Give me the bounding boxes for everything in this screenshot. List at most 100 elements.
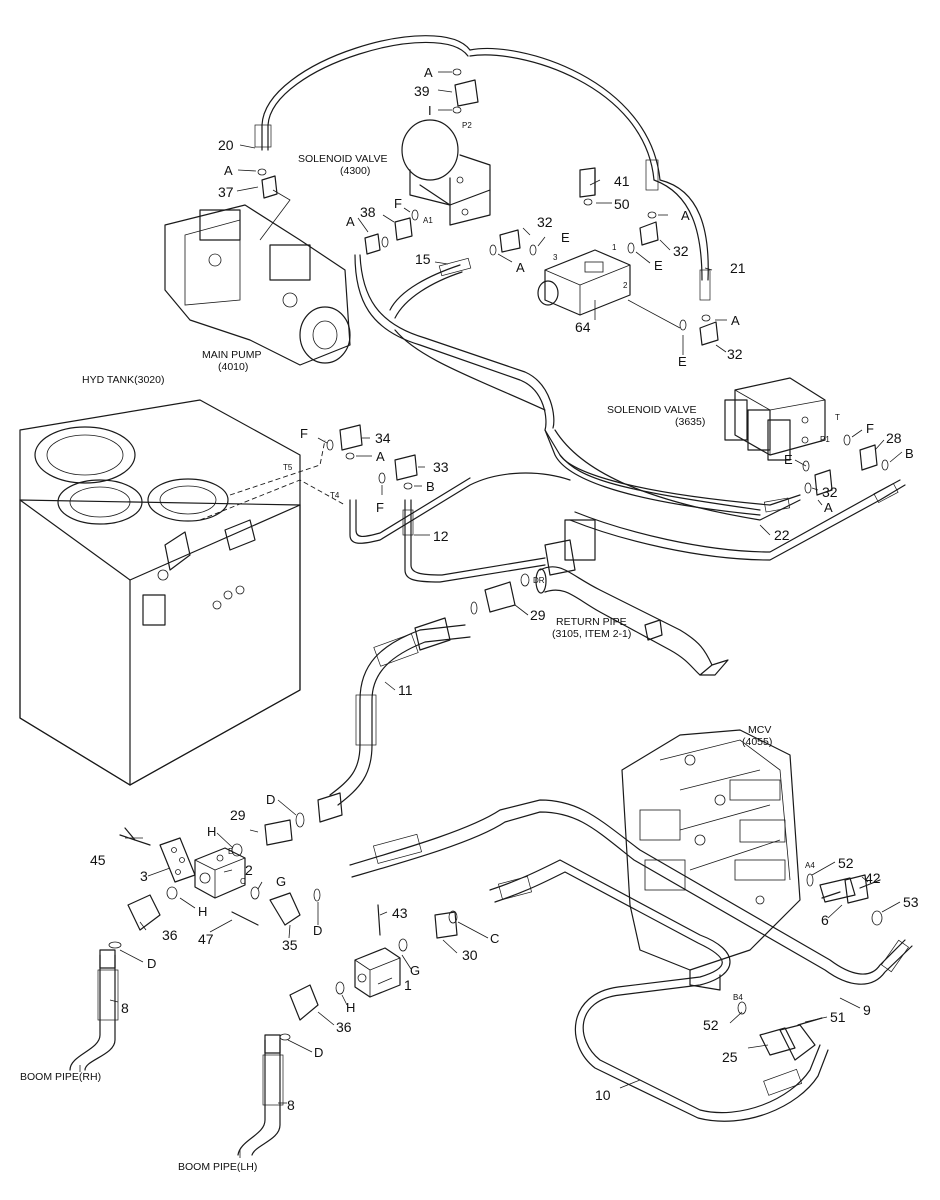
part-36a: 36 (162, 927, 178, 943)
callout-f2: F (300, 426, 308, 441)
boom-pipe-rh-label: BOOM PIPE(RH) (20, 1071, 101, 1083)
part-20: 20 (218, 137, 234, 153)
callout-a4: A (516, 260, 525, 275)
port-p2: P2 (462, 121, 472, 130)
mcv-ref: (4055) (742, 736, 772, 748)
return-pipe-ref: (3105, ITEM 2-1) (552, 628, 631, 640)
part-8b: 8 (287, 1097, 295, 1113)
block-2: B C (194, 847, 246, 899)
hose-10 (489, 859, 829, 1122)
hose-20-21 (254, 35, 711, 301)
hose-11 (329, 617, 471, 806)
port-b-block2: B (228, 847, 233, 856)
port-2: 2 (623, 281, 628, 290)
part-36b: 36 (336, 1019, 352, 1035)
part-25: 25 (722, 1049, 738, 1065)
mcv-label: MCV (748, 724, 771, 736)
callout-e3: E (678, 354, 687, 369)
solenoid-valve-right: SOLENOID VALVE (3635) T P1 (607, 377, 840, 461)
part-29a: 29 (530, 607, 546, 623)
hose-15-22 (354, 254, 801, 516)
port-c-block2: C (240, 877, 246, 886)
part-21: 21 (730, 260, 746, 276)
callout-f1: F (394, 196, 402, 211)
callout-e4: E (784, 452, 793, 467)
part-43: 43 (392, 905, 408, 921)
callout-a3: A (346, 214, 355, 229)
part-32a: 32 (537, 214, 553, 230)
hyd-tank: HYD TANK(3020) (19, 374, 301, 786)
part-50: 50 (614, 196, 630, 212)
return-pipe: DR RETURN PIPE (3105, ITEM 2-1) (533, 519, 729, 676)
port-a4: A4 (805, 861, 815, 870)
leader-lines (79, 71, 903, 1158)
callout-a8: A (824, 500, 833, 515)
part-47: 47 (198, 931, 214, 947)
part-45: 45 (90, 852, 106, 868)
port-dr: DR (533, 576, 545, 585)
hose-8-lh (237, 1034, 284, 1156)
callout-d3: D (313, 923, 322, 938)
part-32c: 32 (727, 346, 743, 362)
part-22: 22 (774, 527, 790, 543)
callout-d2: D (147, 956, 156, 971)
part-3: 3 (140, 868, 148, 884)
main-pump-ref: (4010) (218, 361, 248, 373)
part-38: 38 (360, 204, 376, 220)
callout-b2: B (905, 446, 914, 461)
callout-e1: E (561, 230, 570, 245)
block-3 (159, 837, 196, 883)
part-51: 51 (830, 1009, 846, 1025)
mcv: MCV (4055) A4 B4 (621, 724, 815, 1002)
port-t: T (835, 413, 840, 422)
hose-9 (349, 799, 913, 985)
hose-12 (349, 472, 571, 583)
part-12: 12 (433, 528, 449, 544)
solenoid-right-label: SOLENOID VALVE (607, 404, 696, 416)
main-pump: MAIN PUMP (4010) (164, 204, 351, 373)
main-pump-label: MAIN PUMP (202, 349, 262, 361)
solenoid-top-ref: (4300) (340, 165, 370, 177)
solenoid-valve-top: SOLENOID VALVE (4300) P2 A1 (298, 119, 491, 226)
boom-pipe-lh-label: BOOM PIPE(LH) (178, 1161, 257, 1173)
callout-a5: A (681, 208, 690, 223)
solenoid-right-ref: (3635) (675, 416, 705, 428)
callout-a1: A (424, 65, 433, 80)
callout-f4: F (866, 421, 874, 436)
port-1: 1 (612, 243, 617, 252)
part-30: 30 (462, 947, 478, 963)
port-a1: A1 (423, 216, 433, 225)
callout-a2: A (224, 163, 233, 178)
solenoid-top-label: SOLENOID VALVE (298, 153, 387, 165)
hyd-tank-label: HYD TANK(3020) (82, 374, 164, 386)
part-9: 9 (863, 1002, 871, 1018)
hose-8-rh (69, 949, 119, 1071)
part-numbers: 20 37 39 38 15 32 41 50 32 21 32 64 34 3… (90, 83, 919, 1113)
part-11: 11 (398, 682, 413, 698)
port-t5: T5 (283, 463, 293, 472)
callout-a6: A (731, 313, 740, 328)
port-p1: P1 (820, 435, 830, 444)
callout-e2: E (654, 258, 663, 273)
port-3: 3 (553, 253, 558, 262)
part-35: 35 (282, 937, 298, 953)
part-52b: 52 (703, 1017, 719, 1033)
part-53: 53 (903, 894, 919, 910)
part-8a: 8 (121, 1000, 129, 1016)
part-41: 41 (614, 173, 630, 189)
callout-c1: C (490, 931, 499, 946)
return-pipe-label: RETURN PIPE (556, 616, 627, 628)
letter-callouts: A I A A F A E A E A E F A B F F B E A D … (147, 65, 914, 1060)
callout-h2: H (198, 904, 207, 919)
part-34: 34 (375, 430, 391, 446)
callout-g2: G (410, 963, 420, 978)
block-1 (354, 947, 401, 998)
manifold-block-64: 3 1 2 (537, 243, 631, 316)
part-33: 33 (433, 459, 449, 475)
callout-b1: B (426, 479, 435, 494)
part-32d: 32 (822, 484, 838, 500)
callout-d4: D (314, 1045, 323, 1060)
part-32b: 32 (673, 243, 689, 259)
